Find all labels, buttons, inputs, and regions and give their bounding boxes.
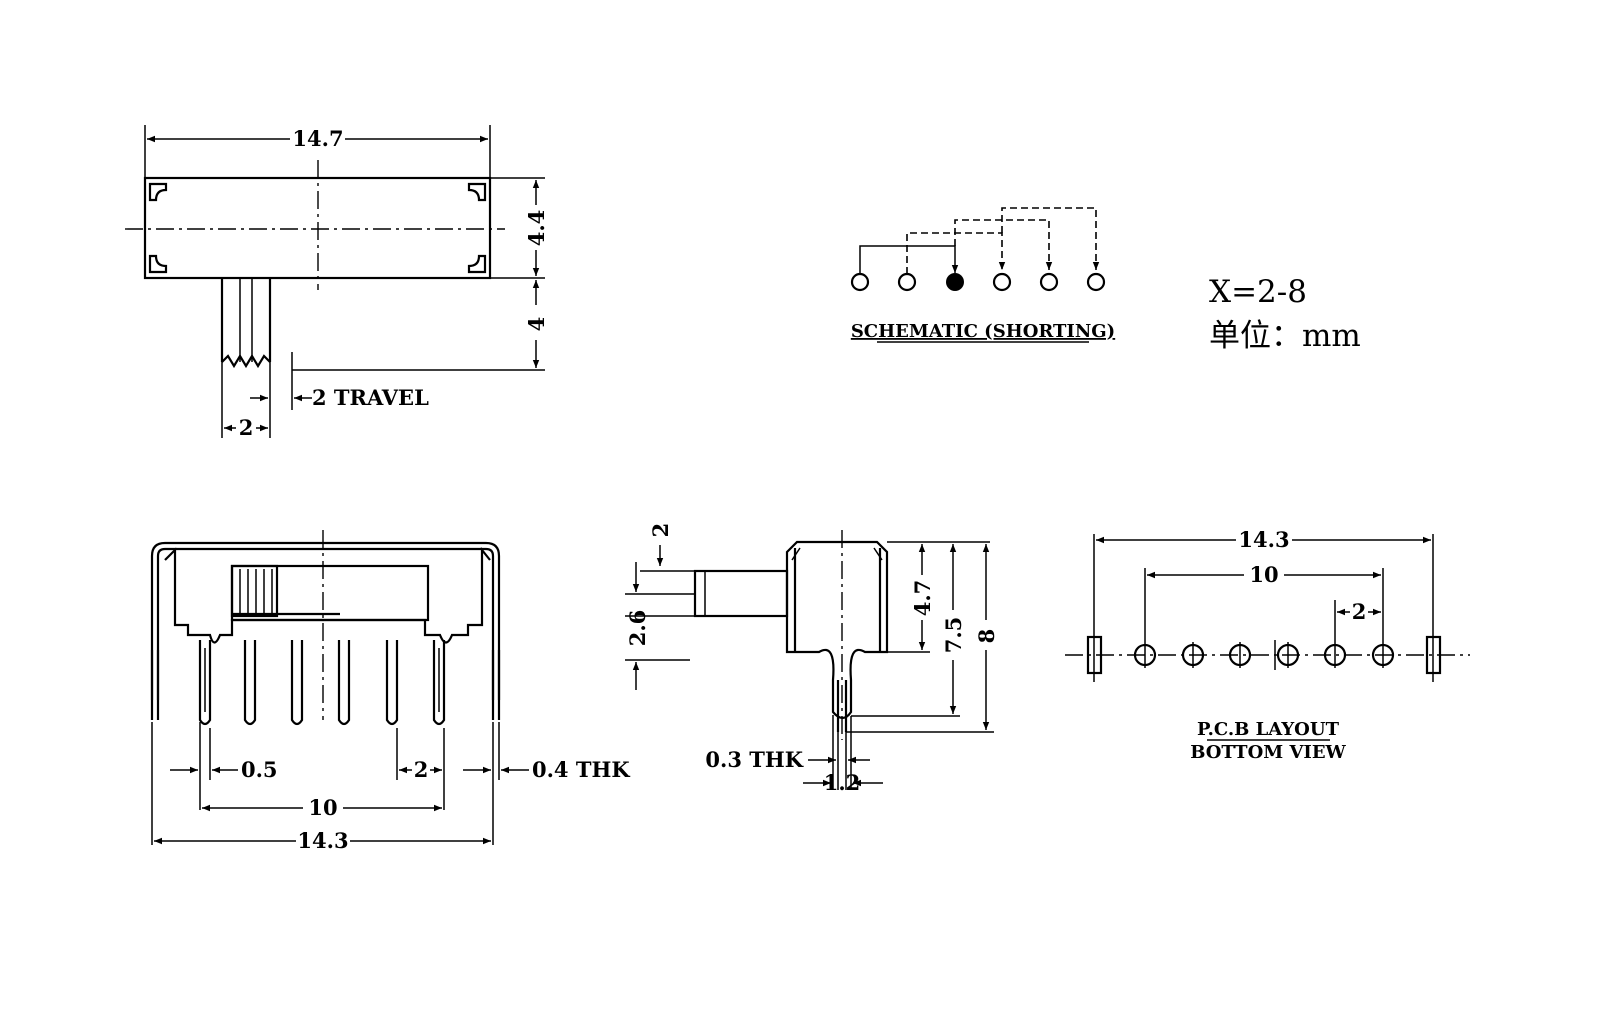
front-pin [337,640,351,726]
front-pin [432,640,446,726]
body-height-dim: 4.7 [910,580,935,617]
schematic: SCHEMATIC (SHORTING) [850,207,1115,343]
top-corner-lug [467,182,487,202]
pcb-total-dim: 14.3 [1238,527,1289,552]
front-housing-outer [150,541,501,700]
front-span-dim: 10 [308,795,337,820]
front-pin [243,640,257,726]
schematic-common-pin [946,273,964,291]
pcb-span-dim: 10 [1249,562,1278,587]
schematic-pin [1039,272,1059,292]
actuator-offset-dim: 2 [648,523,673,538]
pin-width-dim: 0.5 [241,757,278,782]
actuator-height-dim: 2.6 [625,610,650,647]
side-view: 2 2.6 4.7 7.5 8 0.3 THK 1.2 [625,523,999,795]
pin-thickness-dim: 0.3 THK [705,747,803,772]
front-view: 0.5 2 0.4 THK 10 14.3 [150,530,630,853]
pad-crosshair [1144,642,1384,668]
actuator-length-dim: 4 [524,317,549,332]
travel-dim: 2 TRAVEL [312,385,429,410]
front-pitch-dim: 2 [414,757,429,782]
total-height-dim: 8 [974,629,999,644]
actuator-width-dim: 2 [239,415,254,440]
pcb-title-line1: P.C.B LAYOUT [1197,719,1340,740]
front-housing-inner-edge [156,547,495,700]
schematic-pin [897,272,917,292]
pcb-layout: 14.3 10 2 P.C.B LAYOUT BOTTOM VIEW [1065,527,1470,763]
top-actuator-break [221,353,271,369]
front-pin [290,640,304,726]
front-slider-knob [230,564,279,618]
top-view: 14.7 4.4 4 2 TRAVEL 2 [125,125,549,440]
schematic-title: SCHEMATIC (SHORTING) [851,321,1115,342]
schematic-contact-dashed [1001,207,1100,270]
schematic-pin [992,272,1012,292]
top-corner-lug [148,182,168,202]
x-range-note: X=2-8 [1209,274,1307,310]
front-slider [230,564,430,622]
pcb-title-line2: BOTTOM VIEW [1190,742,1346,763]
front-body [164,546,491,644]
side-actuator [693,569,789,618]
pin-span-dim: 1.2 [824,770,861,795]
side-chamfer [791,547,883,561]
pcb-pitch-dim: 2 [1352,599,1367,624]
front-total-dim: 14.3 [297,828,348,853]
schematic-pin [850,272,870,292]
schematic-pin [1086,272,1106,292]
leg-thickness-dim: 0.4 THK [532,757,630,782]
front-pin [385,640,399,726]
front-pin [198,640,212,726]
unit-note: 单位：mm [1209,318,1361,354]
top-corner-lug [148,254,168,274]
top-corner-lug [467,254,487,274]
top-height-dim: 4.4 [524,210,549,247]
height-to-pin-dim: 7.5 [941,617,966,654]
top-width-dim: 14.7 [292,126,343,151]
